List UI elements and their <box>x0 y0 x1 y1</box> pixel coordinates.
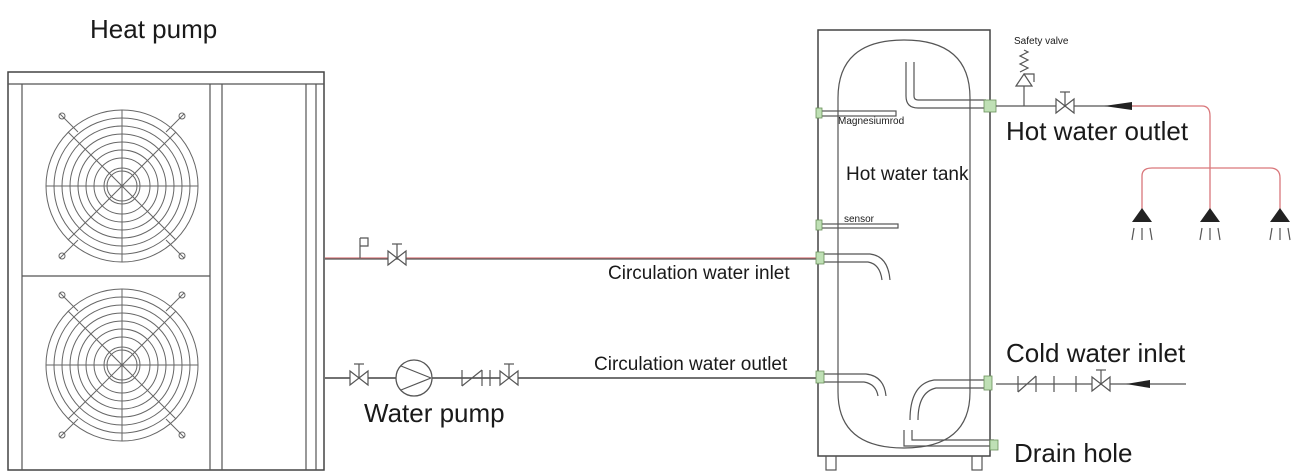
hot-water-outlet-pipe <box>996 49 1281 210</box>
fan-icon <box>45 109 199 263</box>
pump-icon <box>395 359 433 397</box>
gate-valve-icon <box>1091 369 1111 393</box>
cold-water-inlet-pipe <box>996 369 1186 393</box>
flow-arrow-icon <box>1104 102 1132 110</box>
hot-water-tank <box>815 29 999 471</box>
fan-icon <box>45 288 199 442</box>
circulation-inlet-pipe <box>325 237 818 267</box>
water-pump-label: Water pump <box>364 398 505 428</box>
circulation-inlet-label: Circulation water inlet <box>608 263 790 284</box>
shower-head-icon <box>1131 208 1153 241</box>
magnesium-rod-label: Magnesiumrod <box>838 116 904 127</box>
flow-arrow-icon <box>1126 380 1150 388</box>
hot-water-outlet-label: Hot water outlet <box>1006 116 1189 146</box>
cold-water-inlet-label: Cold water inlet <box>1006 338 1186 368</box>
gate-valve-icon <box>499 363 519 387</box>
safety-valve-icon <box>1014 49 1035 106</box>
circulation-outlet-pipe <box>325 359 818 397</box>
gate-valve-icon <box>387 243 407 267</box>
check-valve-icon <box>1017 375 1037 393</box>
gate-valve-icon <box>1055 91 1075 115</box>
circulation-outlet-label: Circulation water outlet <box>594 354 788 375</box>
check-valve-icon <box>461 369 483 387</box>
heat-pump-label: Heat pump <box>90 14 217 44</box>
shower-head-icon <box>1269 208 1291 241</box>
hot-water-tank-label: Hot water tank <box>846 164 969 185</box>
drain-hole-label: Drain hole <box>1014 438 1133 468</box>
gate-valve-icon <box>349 363 369 387</box>
air-vent-icon <box>359 237 369 258</box>
shower-head-icon <box>1199 208 1221 241</box>
heat-pump-unit <box>7 71 325 471</box>
safety-valve-label: Safety valve <box>1014 36 1069 47</box>
sensor-label: sensor <box>844 214 875 225</box>
